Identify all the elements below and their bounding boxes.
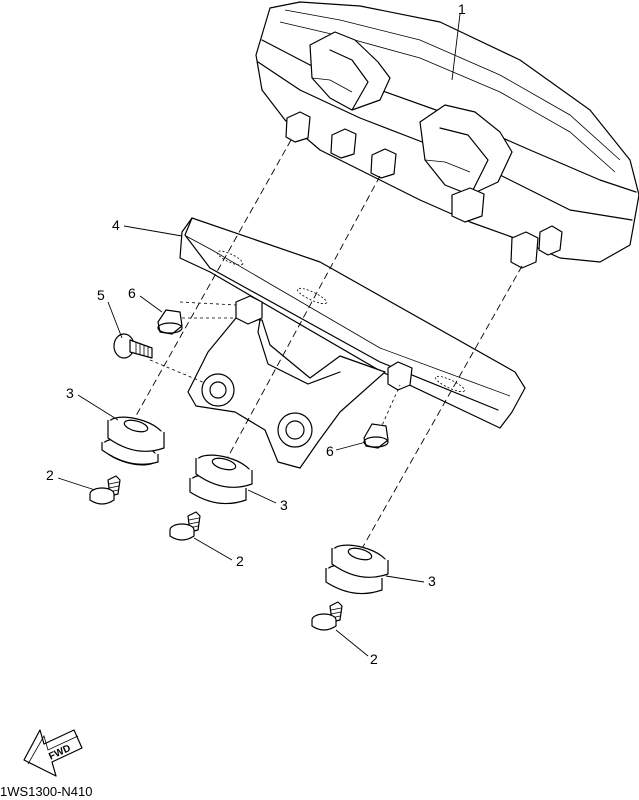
callout-damper-center: 3 — [280, 497, 288, 513]
callout-grommet-lower: 6 — [326, 443, 334, 459]
diagram-code: 1WS1300-N410 — [0, 784, 93, 799]
grommet-lower — [363, 423, 389, 449]
meter-assembly — [255, 1, 639, 269]
callout-bolt-lower-right: 2 — [370, 651, 378, 667]
damper-right — [325, 544, 389, 595]
callout-bolt-lower-left: 2 — [46, 467, 54, 483]
callout-bracket: 4 — [112, 217, 120, 233]
bolt-lower-center — [169, 511, 201, 541]
callout-damper-right: 3 — [428, 573, 436, 589]
callout-grommet-upper: 6 — [128, 285, 136, 301]
callout-labels: 1 4 5 6 3 2 3 2 6 3 2 — [46, 1, 466, 667]
callout-meter-assembly: 1 — [458, 1, 466, 17]
callout-bolt-upper: 5 — [97, 287, 105, 303]
damper-left — [101, 416, 165, 466]
damper-center — [189, 454, 253, 505]
fwd-arrow-icon: FWD — [23, 729, 83, 777]
grommet-upper — [157, 309, 183, 335]
callout-bolt-lower-center: 2 — [236, 553, 244, 569]
callout-damper-left: 3 — [66, 385, 74, 401]
bolt-lower-left — [89, 475, 121, 505]
bolt-lower-right — [311, 601, 343, 631]
meter-bracket — [179, 217, 526, 469]
bolt-upper — [113, 333, 153, 359]
alignment-lines — [127, 139, 523, 553]
leader-lines — [57, 13, 461, 657]
